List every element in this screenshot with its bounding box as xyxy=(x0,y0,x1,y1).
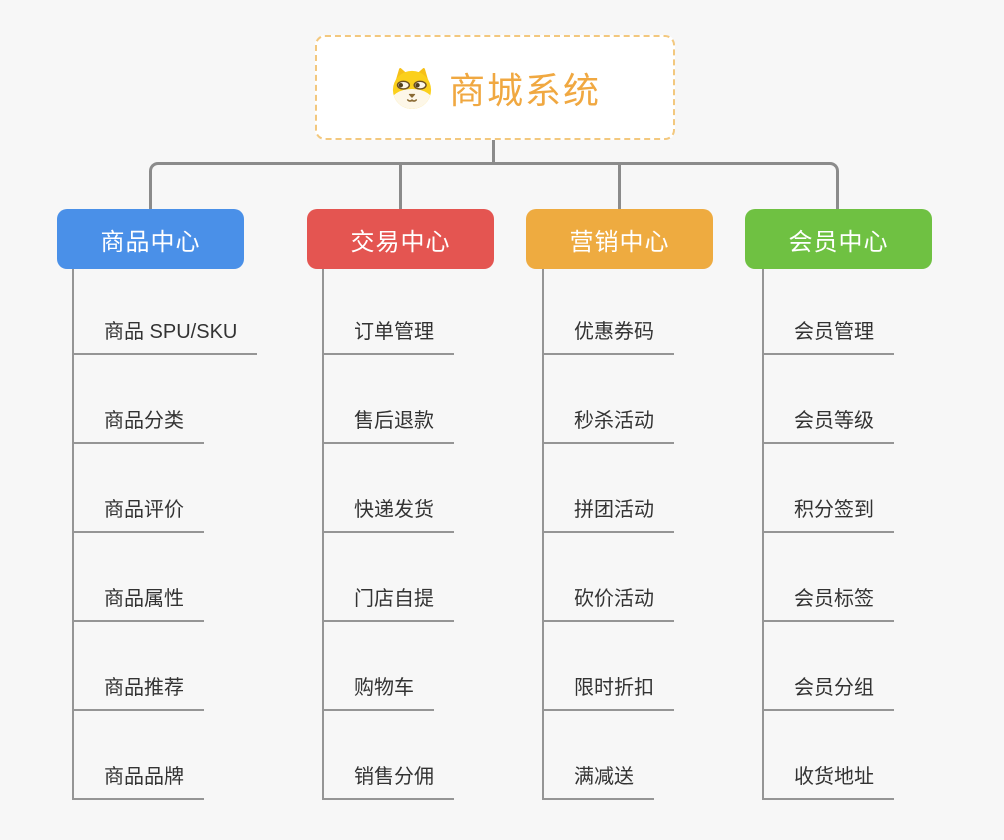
leaf-node[interactable]: 满减送 xyxy=(542,764,654,800)
branch-node-product[interactable]: 商品中心 xyxy=(57,209,244,269)
leaf-node[interactable]: 快递发货 xyxy=(322,497,454,533)
leaf-node[interactable]: 砍价活动 xyxy=(542,586,674,622)
leaf-node[interactable]: 会员等级 xyxy=(762,408,894,444)
dog-icon xyxy=(389,67,435,109)
branch-node-marketing[interactable]: 营销中心 xyxy=(526,209,713,269)
leaf-node[interactable]: 售后退款 xyxy=(322,408,454,444)
connector-root-stub xyxy=(492,138,495,164)
root-node[interactable]: 商城系统 xyxy=(315,35,675,140)
branch-label: 会员中心 xyxy=(788,228,889,256)
leaf-node[interactable]: 商品品牌 xyxy=(72,764,204,800)
leaf-node[interactable]: 商品分类 xyxy=(72,408,204,444)
branch-label: 商品中心 xyxy=(100,228,201,256)
connector-corner-left xyxy=(149,162,167,210)
connector-horizontal xyxy=(160,162,830,165)
branch-node-trade[interactable]: 交易中心 xyxy=(307,209,494,269)
leaf-node[interactable]: 门店自提 xyxy=(322,586,454,622)
leaf-node[interactable]: 商品推荐 xyxy=(72,675,204,711)
branch-node-member[interactable]: 会员中心 xyxy=(745,209,932,269)
connector-drop-marketing xyxy=(618,163,621,210)
leaf-node[interactable]: 会员分组 xyxy=(762,675,894,711)
trunk-line-product xyxy=(72,269,74,800)
leaf-node[interactable]: 收货地址 xyxy=(762,764,894,800)
branch-label: 营销中心 xyxy=(569,228,670,256)
leaf-node[interactable]: 秒杀活动 xyxy=(542,408,674,444)
connector-corner-right xyxy=(821,162,839,210)
connector-drop-trade xyxy=(399,163,402,210)
leaf-node[interactable]: 优惠券码 xyxy=(542,319,674,355)
trunk-line-trade xyxy=(322,269,324,800)
leaf-node[interactable]: 商品属性 xyxy=(72,586,204,622)
leaf-node[interactable]: 拼团活动 xyxy=(542,497,674,533)
leaf-node[interactable]: 销售分佣 xyxy=(322,764,454,800)
leaf-node[interactable]: 会员管理 xyxy=(762,319,894,355)
leaf-node[interactable]: 限时折扣 xyxy=(542,675,674,711)
branch-label: 交易中心 xyxy=(350,228,451,256)
leaf-node[interactable]: 积分签到 xyxy=(762,497,894,533)
leaf-node[interactable]: 订单管理 xyxy=(322,319,454,355)
leaf-node[interactable]: 会员标签 xyxy=(762,586,894,622)
root-title: 商城系统 xyxy=(448,69,601,111)
trunk-line-member xyxy=(762,269,764,800)
leaf-node[interactable]: 商品 SPU/SKU xyxy=(72,319,258,355)
leaf-node[interactable]: 商品评价 xyxy=(72,497,204,533)
leaf-node[interactable]: 购物车 xyxy=(322,675,434,711)
trunk-line-marketing xyxy=(542,269,544,800)
